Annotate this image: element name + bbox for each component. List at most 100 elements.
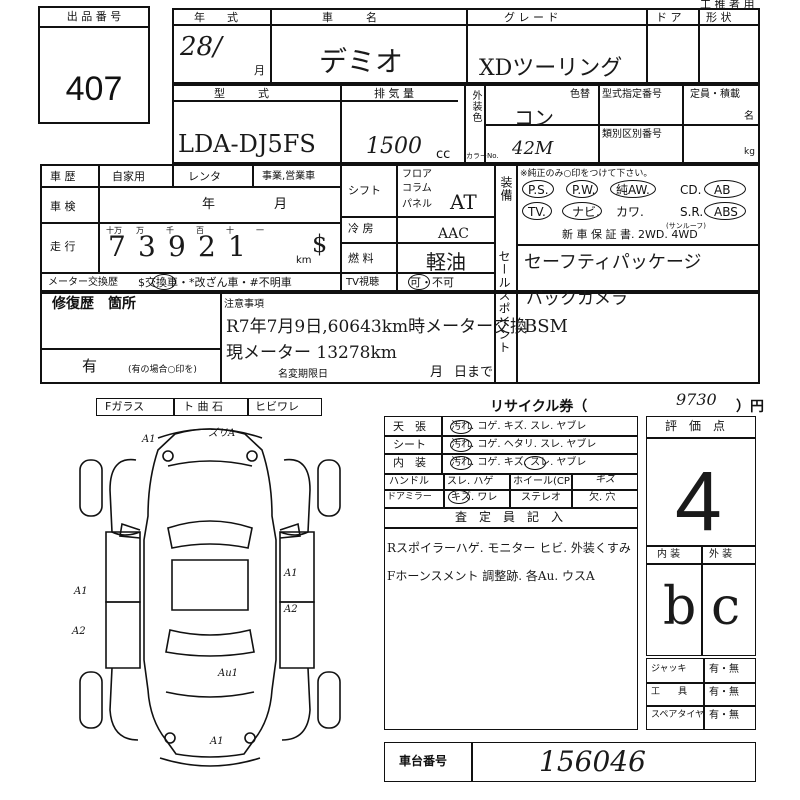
tool-row-label: 工 具 bbox=[651, 687, 688, 697]
mirror-left bbox=[119, 522, 141, 539]
rating-box: 評 価 点 4 内 装 外 装 b c bbox=[646, 416, 756, 656]
meter-options: $交換車・*改ざん車・#不明車 bbox=[138, 276, 292, 289]
spec-table: 型 式 排 気 量 LDA-DJ5FS 1500 cc 外装色 カラーNo. 色… bbox=[172, 84, 760, 164]
equipment-item[interactable]: CD. bbox=[680, 183, 702, 197]
recycle-value: 9730 bbox=[676, 390, 717, 409]
capacity-label: 定員・積載 bbox=[690, 89, 740, 100]
repair-table: 修復歴 箇所 有 (有の場合○印を) 注意事項 R7年7月9日,60643km時… bbox=[40, 166, 760, 384]
shift-option-panel[interactable]: パネル bbox=[402, 199, 432, 210]
shift-option-column[interactable]: コラム bbox=[402, 183, 432, 194]
condition-row-label: 天 張 bbox=[393, 420, 426, 433]
tool-row-options[interactable]: 有・無 bbox=[709, 687, 739, 698]
mirror-label: ドアミラー bbox=[387, 492, 432, 502]
inspection-label: 車 検 bbox=[50, 200, 76, 213]
lot-box: 出 品 番 号 407 bbox=[38, 6, 150, 124]
equipment-item[interactable]: カワ. bbox=[616, 205, 644, 219]
caution-label: 注意事項 bbox=[224, 299, 264, 310]
displacement-value: 1500 bbox=[366, 134, 422, 159]
left-front-fender bbox=[109, 458, 141, 536]
ac-label: 冷 房 bbox=[348, 222, 374, 235]
car-name-value: デミオ bbox=[319, 45, 404, 78]
lot-label: 出 品 番 号 bbox=[66, 10, 122, 23]
deadline-label: 名変期限日 bbox=[278, 369, 328, 380]
history-table: 車 歴 自家用 レンタ 事業,営業車 車 検 年 月 走 行 十万万千百十一 7… bbox=[40, 164, 760, 292]
person-unit: 名 bbox=[744, 111, 754, 122]
condition-row-options: 汚れ. コゲ. キズ. スレ. ヤブレ bbox=[451, 421, 587, 432]
damage-mark-front-left: A1 bbox=[142, 434, 156, 445]
glass-item-1[interactable]: Fガラス bbox=[105, 400, 145, 413]
equipment-row-3: 新 車 保 証 書. 2WD. 4WD bbox=[562, 228, 698, 241]
equipment-item[interactable]: S.R. bbox=[680, 205, 704, 219]
handle-options: スレ. ハゲ bbox=[447, 476, 494, 487]
handle-label: ハンドル bbox=[389, 476, 429, 487]
deadline-month: 月 bbox=[430, 365, 444, 380]
tool-row-options[interactable]: 有・無 bbox=[709, 710, 739, 721]
glass-item-3[interactable]: ヒビワレ bbox=[255, 400, 299, 413]
inspection-month-unit: 月 bbox=[274, 197, 288, 212]
sales-point-1: セーフティパッケージ bbox=[524, 252, 702, 273]
rental-option[interactable]: レンタ bbox=[188, 170, 221, 183]
mileage-digit-label: 千 bbox=[166, 226, 174, 235]
mirror-options: キズ. ワレ bbox=[451, 492, 498, 503]
repair-note: (有の場合○印を) bbox=[128, 365, 197, 375]
ac-value: AAC bbox=[438, 226, 469, 242]
sunroof-note: (サンルーフ) bbox=[666, 222, 707, 230]
mileage-digit: 7 bbox=[108, 230, 126, 263]
color-no-value: 42M bbox=[512, 138, 554, 159]
exterior-label: 外装色 bbox=[470, 90, 481, 123]
shift-value: AT bbox=[450, 190, 477, 214]
lot-number: 407 bbox=[65, 70, 123, 108]
header-table: 年 式 車 名 グ レ ー ド ド ア 形 状 28/ 月 デミオ XDツーリン… bbox=[172, 8, 760, 84]
taillight-right bbox=[244, 732, 256, 744]
shift-option-floor[interactable]: フロア bbox=[402, 169, 432, 180]
caution-line-1: R7年7月9日,60643km時メーター交換 bbox=[226, 317, 528, 337]
condition-row-options: 汚れ. コゲ. キズ. スレ. ヤブレ bbox=[451, 457, 587, 468]
recycle-unit: ）円 bbox=[736, 399, 764, 415]
sales-point-2: バックカメラ bbox=[526, 289, 628, 309]
right-door-front bbox=[279, 531, 315, 603]
inspector-line-1: Rスポイラーハゲ. モニター ヒビ. 外装くすみ bbox=[387, 541, 631, 555]
inspector-line-2: Fホーンスメント 調整跡. 各Au. ウスA bbox=[387, 569, 595, 583]
wheel-rear-right bbox=[317, 671, 341, 729]
wheel-rear-left bbox=[79, 671, 103, 729]
taillight-left bbox=[164, 732, 176, 744]
car-trunk bbox=[165, 691, 255, 698]
col-shape-label: 形 状 bbox=[706, 11, 732, 24]
mileage-digit-label: 一 bbox=[256, 226, 264, 235]
color-label: 色替 bbox=[570, 89, 590, 100]
damage-mark-trunk: Au1 bbox=[218, 668, 239, 679]
car-roof bbox=[171, 559, 249, 611]
mileage-digit-label: 百 bbox=[196, 226, 204, 235]
right-front-fender bbox=[279, 458, 311, 536]
mileage-label: 走 行 bbox=[50, 240, 76, 253]
wheel-front-right bbox=[317, 459, 341, 517]
caution-line-2: 現メーター 13278km bbox=[226, 343, 397, 363]
equipment-note: ※純正のみ○印をつけて下さい。 bbox=[520, 169, 653, 179]
tv-label: TV視聴 bbox=[346, 277, 379, 288]
tool-row-options[interactable]: 有・無 bbox=[709, 664, 739, 675]
glass-item-2[interactable]: ト 曲 石 bbox=[183, 400, 223, 413]
kg-unit: kg bbox=[744, 147, 755, 157]
chassis-label: 車台番号 bbox=[399, 754, 448, 768]
mileage-digit: 3 bbox=[138, 230, 156, 263]
damage-mark-right-rear: A2 bbox=[284, 604, 298, 615]
chassis-value: 156046 bbox=[539, 745, 646, 778]
damage-mark-rear: A1 bbox=[210, 736, 224, 747]
mileage-digit: 1 bbox=[228, 230, 246, 263]
equipment-vertical-label: 装備 bbox=[499, 176, 513, 202]
damage-mark-left-side: A1 bbox=[74, 586, 88, 597]
col-car-label: 車 名 bbox=[322, 11, 377, 24]
tool-row-label: スペアタイヤ bbox=[651, 710, 705, 720]
exterior-label: 外 装 bbox=[709, 549, 733, 560]
col-year-label: 年 式 bbox=[194, 11, 238, 24]
sales-point-3: BSM bbox=[524, 316, 568, 337]
business-option[interactable]: 事業,営業車 bbox=[262, 171, 316, 182]
inspector-label: 査 定 員 記 入 bbox=[455, 510, 564, 524]
category-label: 類別区別番号 bbox=[602, 129, 662, 140]
damage-mark-front: ズリA bbox=[208, 428, 236, 439]
mirror-right bbox=[279, 522, 301, 539]
tool-row-label: ジャッキ bbox=[651, 664, 687, 674]
wheel-front-left bbox=[79, 459, 103, 517]
private-option[interactable]: 自家用 bbox=[112, 170, 145, 183]
inspector-box: 査 定 員 記 入 Rスポイラーハゲ. モニター ヒビ. 外装くすみ Fホーンス… bbox=[384, 508, 638, 730]
